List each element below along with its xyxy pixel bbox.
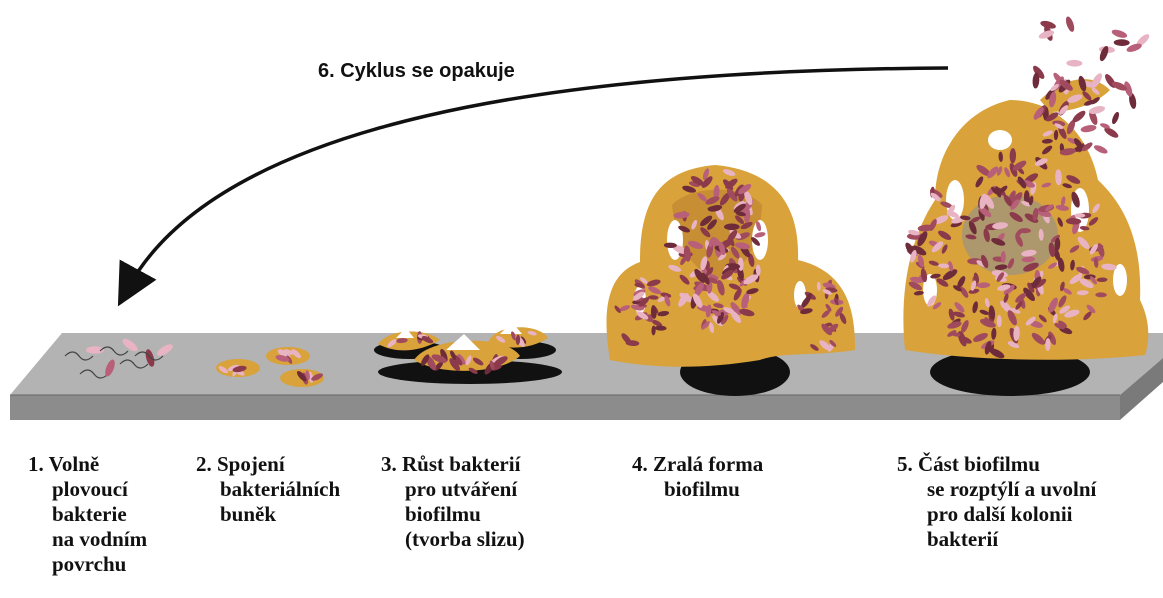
bacterium bbox=[1111, 111, 1121, 125]
stage-1-line-5: povrchu bbox=[28, 552, 147, 577]
stage-5-number: 5. bbox=[897, 452, 913, 477]
stage-1-line-2: plovoucí bbox=[28, 477, 147, 502]
cycle-label: 6. Cyklus se opakuje bbox=[318, 60, 515, 83]
bacterium bbox=[1001, 251, 1006, 263]
stage-4-number: 4. bbox=[632, 452, 648, 477]
stage5-dispersing-biofilm bbox=[903, 79, 1148, 396]
bacterium bbox=[724, 223, 740, 230]
stage-2-caption: 2. Spojení bakteriálních buněk bbox=[196, 452, 340, 527]
stage-2-line-3: buněk bbox=[196, 502, 340, 527]
stage-5-line-3: pro další kolonii bbox=[897, 502, 1096, 527]
surface-front bbox=[10, 395, 1120, 420]
stage-3-line-4: (tvorba slizu) bbox=[381, 527, 525, 552]
stage-4-line-1: Zralá forma bbox=[653, 452, 763, 476]
stage-3-number: 3. bbox=[381, 452, 397, 477]
stage-3-line-3: biofilmu bbox=[381, 502, 525, 527]
stage-3-line-2: pro utváření bbox=[381, 477, 525, 502]
bacterium bbox=[997, 315, 1002, 327]
stage-4-line-2: biofilmu bbox=[632, 477, 763, 502]
stage-1-number: 1. bbox=[28, 452, 44, 477]
bacterium bbox=[1093, 143, 1109, 155]
cycle-arrow bbox=[128, 68, 948, 288]
bacterium bbox=[1066, 60, 1082, 67]
stage-4-caption: 4. Zralá forma biofilmu bbox=[632, 452, 763, 502]
bacterium bbox=[1114, 39, 1130, 46]
stage-3-line-1: Růst bakterií bbox=[402, 452, 520, 476]
stage-1-line-1: Volně bbox=[49, 452, 100, 476]
bacterium bbox=[1111, 28, 1128, 39]
stage-1-line-4: na vodním bbox=[28, 527, 147, 552]
stage-5-line-2: se rozptýlí a uvolní bbox=[897, 477, 1096, 502]
bacterium bbox=[1064, 16, 1076, 33]
stage-2-line-2: bakteriálních bbox=[196, 477, 340, 502]
stage-2-number: 2. bbox=[196, 452, 212, 477]
bacterium bbox=[1080, 124, 1097, 133]
stage-1-caption: 1. Volně plovoucí bakterie na vodním pov… bbox=[28, 452, 147, 577]
biofilm-illustration bbox=[0, 0, 1163, 440]
stage-5-line-1: Část biofilmu bbox=[918, 452, 1040, 476]
bacterium bbox=[1071, 109, 1088, 124]
bacterium bbox=[1019, 228, 1031, 233]
stage-2-line-1: Spojení bbox=[217, 452, 285, 476]
stage-3-caption: 3. Růst bakterií pro utváření biofilmu (… bbox=[381, 452, 525, 552]
stage3-colonies bbox=[374, 322, 562, 384]
stage-1-line-3: bakterie bbox=[28, 502, 147, 527]
stage-5-line-4: bakterií bbox=[897, 527, 1096, 552]
stage-5-caption: 5. Část biofilmu se rozptýlí a uvolní pr… bbox=[897, 452, 1096, 552]
